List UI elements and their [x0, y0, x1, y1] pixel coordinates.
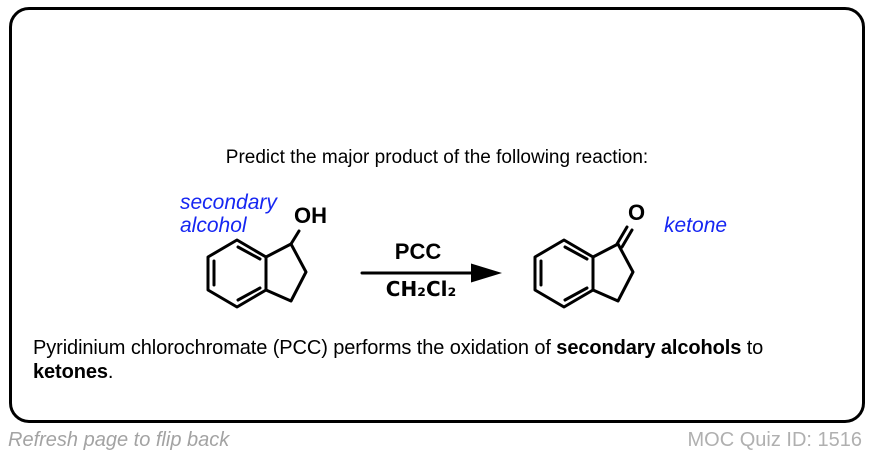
explanation-segment: . — [107, 361, 114, 383]
flip-hint-text: Refresh page to flip back — [8, 429, 230, 451]
product-annotation: ketone — [664, 214, 728, 237]
explanation-segment: to — [741, 337, 764, 359]
explanation-bold-ketones: ketones — [33, 361, 108, 383]
hydroxyl-group-label: OH — [294, 203, 327, 228]
quiz-id-text: MOC Quiz ID: 1516 — [687, 429, 862, 451]
reactant-annotation-line1: secondary — [180, 191, 277, 214]
explanation-segment: Pyridinium chlorochromate (PCC) performs… — [33, 337, 557, 359]
explanation-bold-secondary-alcohols: secondary alcohols — [556, 337, 742, 359]
reactant-annotation: secondary alcohol — [180, 191, 277, 237]
solvent-label: CH₂Cl₂ — [385, 277, 457, 301]
question-title: Predict the major product of the followi… — [225, 147, 649, 168]
quiz-card — [9, 7, 865, 423]
explanation-text: Pyridinium chlorochromate (PCC) performs… — [33, 336, 838, 384]
carbonyl-oxygen-label: O — [628, 200, 646, 225]
reagent-label: PCC — [394, 239, 442, 264]
reactant-annotation-line2: alcohol — [180, 214, 247, 237]
